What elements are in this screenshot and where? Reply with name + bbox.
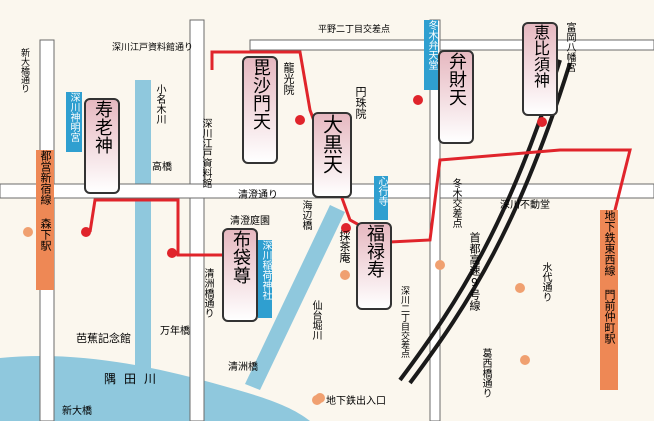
shrine-label-inari: 深川稲荷神社: [258, 240, 272, 318]
god-box-jurojin[interactable]: 寿老神: [84, 98, 120, 194]
label-konagigawa: 小名木川: [154, 84, 165, 124]
shrine-label-shingyoji: 心行寺: [374, 176, 388, 220]
label-fuyuki-intersection: 冬木交差点: [450, 178, 461, 228]
label-kaibe: 海辺橋: [300, 200, 311, 230]
shrine-label-shinmeigu: 深川神明宮: [66, 92, 82, 152]
legend-exit-label: 地下鉄出入口: [326, 396, 386, 407]
label-mizushiro: 水代通り: [540, 262, 551, 302]
label-mannenbashi: 万年橋: [160, 326, 190, 337]
god-box-bishamon[interactable]: 毘沙門天: [242, 56, 278, 164]
label-sumida: 隅田川: [104, 372, 165, 386]
label-sendaibori: 仙台堀川: [310, 300, 321, 340]
label-shiryokan-dori: 深川江戸資料館通り: [112, 43, 194, 53]
station-monzennakacho[interactable]: 地下鉄東西線 門前仲町駅: [600, 210, 618, 390]
exit-dot-icon: [312, 394, 322, 405]
shrine-label-fuyuki: 冬木弁天堂: [424, 20, 438, 90]
god-label: 大黒天: [319, 114, 344, 174]
shrine-label-tomioka: 富岡八幡宮: [564, 22, 575, 72]
label-expressway: 首都高速9号線: [468, 232, 481, 311]
label-kasaibashi: 葛西橋通り: [480, 348, 491, 398]
god-box-daikoku[interactable]: 大黒天: [312, 112, 352, 198]
god-box-hotei[interactable]: 布袋尊: [222, 228, 258, 322]
sumida-river: [0, 356, 310, 421]
god-box-ebisu[interactable]: 恵比須神: [522, 22, 558, 116]
label-fukagawa2: 深川二丁目交差点: [399, 286, 409, 358]
label-hirano: 平野二丁目交差点: [318, 25, 391, 35]
label-shinohashi-dori: 新大橋通り: [19, 48, 29, 93]
label-kiyosumi-dori: 清澄通り: [238, 190, 278, 201]
shrine-label-ryukoin: 龍光院: [282, 62, 295, 95]
god-label: 毘沙門天: [250, 58, 271, 130]
label-basho: 芭蕉記念館: [76, 332, 131, 345]
label-kiyosumi-teien: 清澄庭園: [230, 216, 270, 227]
shrine-label-enjuin: 円珠院: [354, 86, 367, 119]
label-takabashi: 高橋: [152, 162, 172, 173]
god-label: 寿老神: [92, 100, 113, 154]
god-label: 布袋尊: [230, 230, 251, 284]
legend: 地下鉄出入口: [312, 392, 386, 407]
god-box-fukuroku[interactable]: 福禄寿: [356, 222, 392, 310]
station-morishita[interactable]: 都営新宿線 森下駅: [36, 150, 54, 290]
label-shinohashi: 新大橋: [62, 406, 92, 417]
expressway-line-2: [408, 62, 572, 385]
label-fudodo: 深川不動堂: [500, 200, 550, 211]
god-box-benzai[interactable]: 弁財天: [438, 50, 474, 144]
label-kiyosubashi-dori: 清洲橋通り: [202, 268, 213, 318]
sendaibori-river: [245, 205, 345, 390]
subway-exits: [23, 227, 530, 403]
label-shiryokan: 深川江戸資料館: [200, 118, 211, 188]
god-label: 弁財天: [446, 52, 467, 106]
god-label: 福禄寿: [364, 224, 385, 278]
god-label: 恵比須神: [531, 24, 550, 88]
label-saitoan: 採茶庵: [338, 230, 351, 263]
onagi-river: [135, 80, 151, 420]
label-kiyosubashi: 清洲橋: [228, 362, 258, 373]
